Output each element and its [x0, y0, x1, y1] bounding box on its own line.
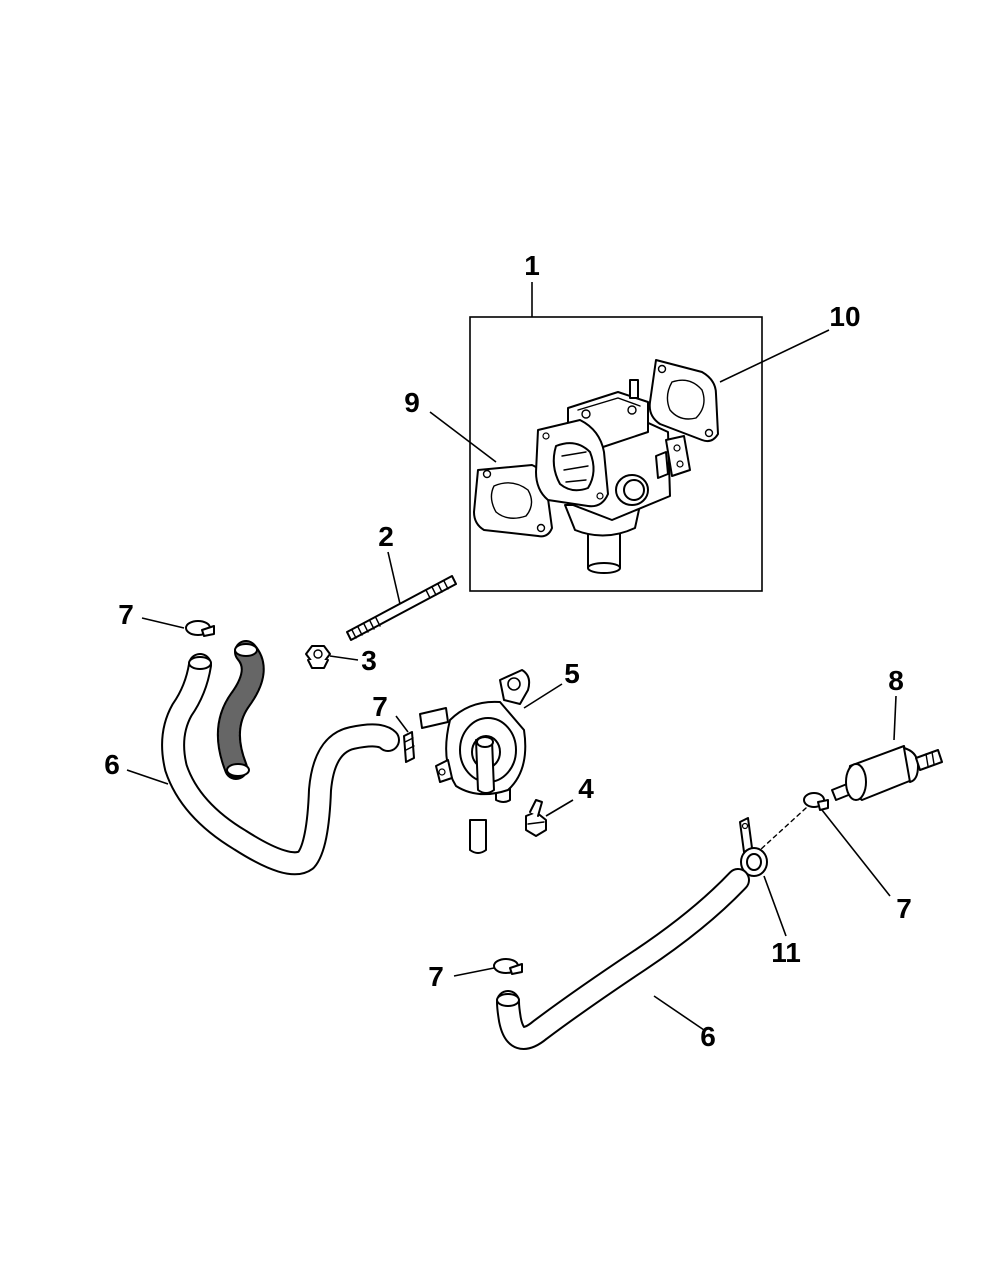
- callout-5: 5: [564, 658, 580, 689]
- gasket-right: [648, 359, 719, 443]
- fuel-hose-lower: [496, 868, 750, 1050]
- callout-9: 9: [404, 387, 420, 418]
- callout-8: 8: [888, 665, 904, 696]
- callout-2: 2: [378, 521, 394, 552]
- nut: [305, 645, 331, 669]
- callout-7-a: 7: [118, 599, 134, 630]
- callout-6-upper: 6: [104, 749, 120, 780]
- fuel-filter: [831, 745, 943, 801]
- hose-clip: [739, 817, 768, 877]
- callout-3: 3: [361, 645, 377, 676]
- callout-7-c: 7: [896, 893, 912, 924]
- carburetor-kit-group: [469, 316, 763, 592]
- callout-7-b: 7: [372, 691, 388, 722]
- stud: [346, 575, 457, 641]
- fuel-line-short: [216, 640, 265, 780]
- carburetor: [535, 379, 691, 574]
- callout-4: 4: [578, 773, 594, 804]
- fuel-pump: [419, 669, 531, 854]
- callout-10: 10: [829, 301, 860, 332]
- leader-lines: [126, 282, 897, 1031]
- hose-clamp-b: [403, 731, 415, 763]
- hose-clamp-d: [493, 958, 523, 975]
- hose-clamp-c: [803, 792, 829, 811]
- hose-clamp-a: [185, 620, 215, 637]
- callout-11: 11: [771, 937, 801, 968]
- callout-labels: 1 2 3 4 5 6 6 7 7 7 7 8 9 10 11: [104, 250, 912, 1052]
- routing-dashes: [759, 807, 807, 851]
- fuel-hose-upper: [161, 653, 400, 876]
- callout-1: 1: [524, 250, 540, 281]
- carburetor-kit-box: [469, 316, 763, 592]
- screw: [525, 799, 547, 837]
- callout-6-lower: 6: [700, 1021, 716, 1052]
- callout-7-d: 7: [428, 961, 444, 992]
